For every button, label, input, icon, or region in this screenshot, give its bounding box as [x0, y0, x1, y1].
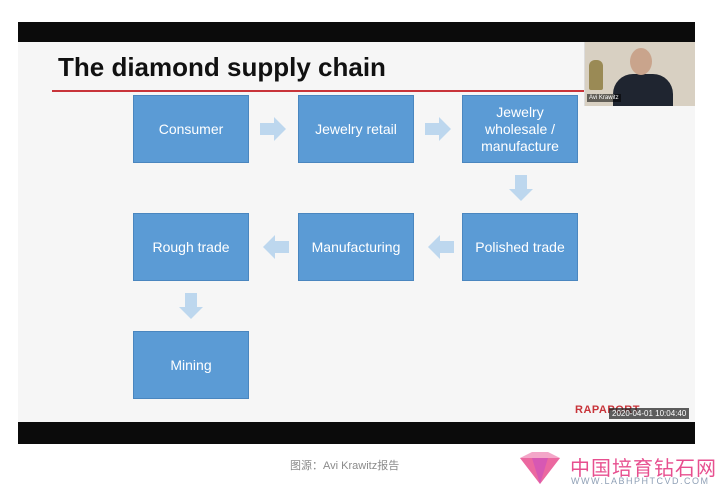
slide-title: The diamond supply chain — [58, 52, 386, 82]
image-source-caption: 图源：Avi Krawitz报告 — [290, 460, 400, 472]
bottom-black-bar — [18, 422, 695, 444]
arrow-left-icon — [263, 235, 289, 259]
title-underline — [52, 90, 695, 92]
video-timestamp: 2020-04-01 10:04:40 — [609, 408, 690, 419]
speaker-body — [613, 74, 673, 106]
box-jewelry-retail: Jewelry retail — [298, 95, 414, 163]
box-manufacturing-label: Manufacturing — [311, 238, 401, 255]
box-polished-trade: Polished trade — [462, 213, 578, 281]
box-rough-trade: Rough trade — [133, 213, 249, 281]
watermark-url: WWW.LABHPHTCVD.COM — [571, 476, 710, 486]
box-consumer: Consumer — [133, 95, 249, 163]
box-jewelry-retail-label: Jewelry retail — [315, 120, 397, 137]
box-jewelry-wholesale: Jewelry wholesale / manufacture — [462, 95, 578, 163]
speaker-name-tag: Avi Krawitz — [587, 94, 621, 102]
box-manufacturing: Manufacturing — [298, 213, 414, 281]
arrow-right-icon — [260, 117, 286, 141]
top-black-bar — [18, 22, 695, 42]
plant-image — [589, 60, 603, 90]
arrow-right-icon — [425, 117, 451, 141]
presentation-slide: The diamond supply chain Consumer Jewelr… — [18, 42, 695, 422]
box-rough-trade-label: Rough trade — [152, 238, 230, 255]
box-mining-label: Mining — [170, 356, 212, 373]
box-jewelry-wholesale-label: Jewelry wholesale / manufacture — [481, 103, 559, 154]
arrow-down-icon — [179, 293, 203, 319]
watermark-title: 中国培育钻石网 — [570, 458, 717, 480]
box-mining: Mining — [133, 331, 249, 399]
box-polished-trade-label: Polished trade — [475, 238, 565, 255]
arrow-down-icon — [509, 175, 533, 201]
speaker-video-thumbnail[interactable]: Avi Krawitz — [584, 42, 695, 106]
box-consumer-label: Consumer — [158, 120, 224, 137]
arrow-left-icon — [428, 235, 454, 259]
diamond-logo-icon — [520, 452, 560, 484]
speaker-head — [630, 48, 652, 75]
